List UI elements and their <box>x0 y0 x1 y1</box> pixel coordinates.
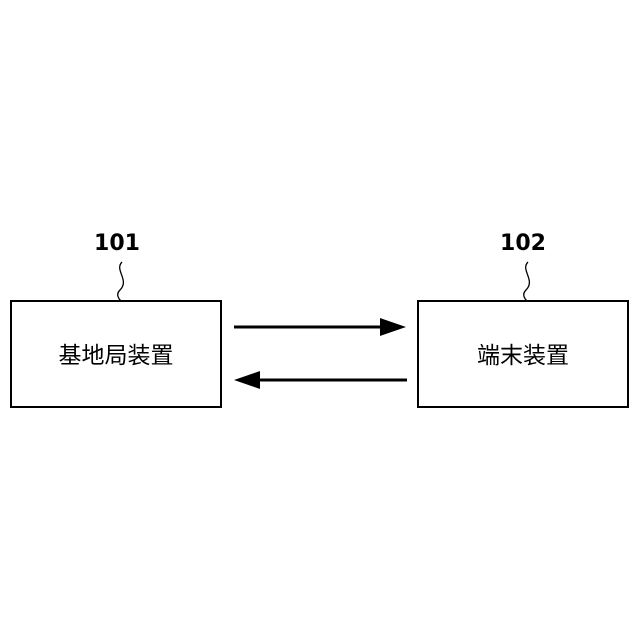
base-station-label: 基地局装置 <box>59 343 174 369</box>
base-station-block: 101 基地局装置 <box>11 231 221 407</box>
arrow-right-head-icon <box>380 318 406 336</box>
base-station-leader-line <box>118 262 124 301</box>
terminal-ref-label: 102 <box>500 231 546 256</box>
arrow-base-to-terminal <box>234 318 406 336</box>
terminal-block: 102 端末装置 <box>418 231 628 407</box>
arrow-left-head-icon <box>234 371 260 389</box>
terminal-leader-line <box>524 262 530 301</box>
terminal-label: 端末装置 <box>477 343 569 369</box>
base-station-ref-label: 101 <box>94 231 140 256</box>
arrow-terminal-to-base <box>234 371 407 389</box>
